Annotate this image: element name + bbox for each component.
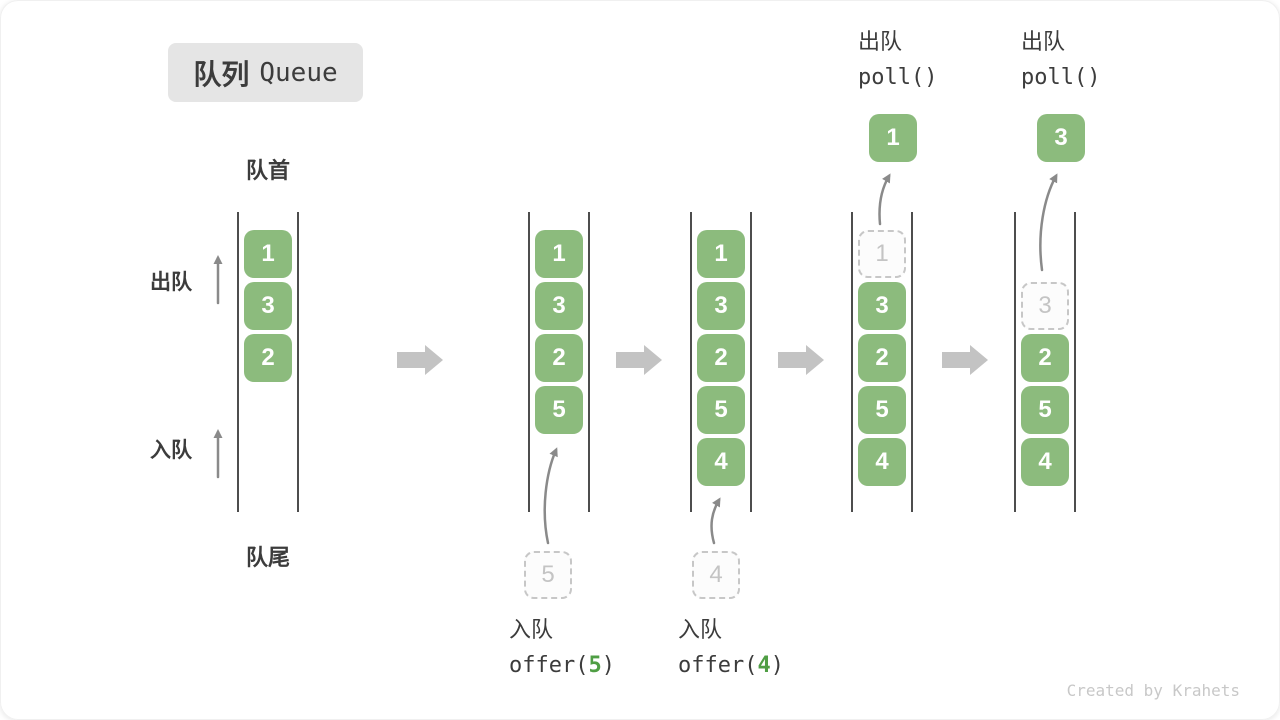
- code-suffix: ): [770, 653, 784, 678]
- queue-item-5: 5: [1021, 386, 1069, 434]
- queue-item-4: 4: [1021, 438, 1069, 486]
- pending-item-5: 5: [524, 551, 572, 599]
- queue-item-5: 5: [535, 386, 583, 434]
- queue-item-1: 1: [244, 230, 292, 278]
- queue-item-2: 2: [535, 334, 583, 382]
- queue-item-5: 5: [858, 386, 906, 434]
- queue-item-4: 4: [858, 438, 906, 486]
- next-step-arrow-icon: [942, 345, 988, 375]
- watermark: Created by Krahets: [1066, 681, 1240, 700]
- annotation-code: poll(): [1021, 60, 1100, 96]
- queue-item-3: 3: [535, 282, 583, 330]
- annotation-op-label: 入队: [678, 617, 723, 642]
- queue-item-2: 2: [697, 334, 745, 382]
- label-queue-rear: 队尾: [245, 545, 290, 570]
- annotation-state-2: 入队 offer(5): [509, 612, 615, 684]
- annotation-state-4: 出队 poll(): [858, 24, 937, 96]
- annotation-state-5: 出队 poll(): [1021, 24, 1100, 96]
- queue-item-3: 3: [244, 282, 292, 330]
- dashed-slot-1: 1: [858, 230, 906, 278]
- code-prefix: offer(: [678, 653, 758, 678]
- next-step-arrow-icon: [616, 345, 662, 375]
- annotation-op-label: 出队: [1021, 29, 1066, 54]
- popped-item-3: 3: [1037, 114, 1085, 162]
- annotation-state-3: 入队 offer(4): [678, 612, 784, 684]
- annotation-code: offer(5): [509, 648, 615, 684]
- queue-item-2: 2: [244, 334, 292, 382]
- queue-item-5: 5: [697, 386, 745, 434]
- code-prefix: poll(): [1021, 65, 1101, 90]
- queue-item-3: 3: [697, 282, 745, 330]
- code-prefix: poll(): [858, 65, 938, 90]
- code-suffix: ): [601, 653, 615, 678]
- title-en: Queue: [259, 57, 338, 88]
- next-step-arrow-icon: [397, 345, 443, 375]
- queue-item-4: 4: [697, 438, 745, 486]
- code-argument: 5: [588, 653, 602, 678]
- annotation-op-label: 出队: [858, 29, 903, 54]
- queue-item-1: 1: [535, 230, 583, 278]
- popped-item-1: 1: [869, 114, 917, 162]
- annotation-code: poll(): [858, 60, 937, 96]
- title-zh: 队列: [193, 58, 250, 90]
- next-step-arrow-icon: [778, 345, 824, 375]
- dashed-slot-3: 3: [1021, 282, 1069, 330]
- queue-item-1: 1: [697, 230, 745, 278]
- queue-item-2: 2: [1021, 334, 1069, 382]
- label-queue-front: 队首: [245, 158, 290, 183]
- code-prefix: offer(: [509, 653, 589, 678]
- annotation-code: offer(4): [678, 648, 784, 684]
- queue-item-2: 2: [858, 334, 906, 382]
- label-enqueue: 入队: [150, 439, 192, 462]
- title-box: 队列 Queue: [168, 43, 363, 102]
- code-argument: 4: [757, 653, 771, 678]
- annotation-op-label: 入队: [509, 617, 554, 642]
- pending-item-4: 4: [692, 551, 740, 599]
- label-dequeue: 出队: [150, 271, 192, 294]
- queue-item-3: 3: [858, 282, 906, 330]
